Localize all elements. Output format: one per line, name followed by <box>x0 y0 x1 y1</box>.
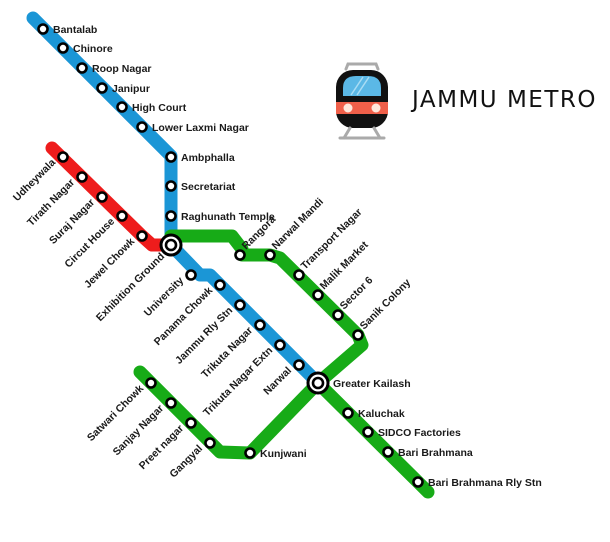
station-circut-house[interactable] <box>116 210 128 222</box>
station-kunjwani[interactable] <box>244 447 256 459</box>
station-trikuta-nagar[interactable] <box>254 319 266 331</box>
station-label-sector-6: Sector 6 <box>338 274 376 312</box>
station-panama-chowk[interactable] <box>214 279 226 291</box>
station-suraj-nagar[interactable] <box>96 191 108 203</box>
station-secretariat[interactable] <box>165 180 177 192</box>
station-chinore[interactable] <box>57 42 69 54</box>
station-lower-laxmi-nagar[interactable] <box>136 121 148 133</box>
station-preet-nagar[interactable] <box>185 417 197 429</box>
station-label-sidco-factories: SIDCO Factories <box>378 427 461 439</box>
station-trikuta-nagar-extn[interactable] <box>274 339 286 351</box>
station-janipur[interactable] <box>96 82 108 94</box>
station-label-kaluchak: Kaluchak <box>358 408 405 420</box>
station-raghunath-temple[interactable] <box>165 210 177 222</box>
interchange-exhibition-ground[interactable] <box>159 233 183 257</box>
station-label-raghunath-temple: Raghunath Temple <box>181 211 275 223</box>
station-label-secretariat: Secretariat <box>181 181 236 193</box>
station-bari-brahmana-rly-stn[interactable] <box>412 476 424 488</box>
station-label-ambphalla: Ambphalla <box>181 152 235 164</box>
metro-line-blue <box>26 11 325 390</box>
station-jammu-rly-stn[interactable] <box>234 299 246 311</box>
station-gangyal[interactable] <box>204 437 216 449</box>
station-sanjay-nagar[interactable] <box>165 397 177 409</box>
metro-stations <box>37 23 424 488</box>
station-high-court[interactable] <box>116 101 128 113</box>
station-label-chinore: Chinore <box>73 43 113 55</box>
station-label-roop-nagar: Roop Nagar <box>92 63 152 75</box>
station-label-bari-brahmana-rly-stn: Bari Brahmana Rly Stn <box>428 477 542 489</box>
station-label-lower-laxmi-nagar: Lower Laxmi Nagar <box>152 122 249 134</box>
station-label-bari-brahmana: Bari Brahmana <box>398 447 473 459</box>
station-sidco-factories[interactable] <box>362 426 374 438</box>
station-roop-nagar[interactable] <box>76 62 88 74</box>
station-label-bantalab: Bantalab <box>53 24 97 36</box>
station-narwal-mandi[interactable] <box>264 249 276 261</box>
station-label-trikuta-nagar-extn: Trikuta Nagar Extn <box>201 345 275 419</box>
station-label-greater-kailash: Greater Kailash <box>333 378 411 390</box>
station-label-janipur: Janipur <box>112 83 150 95</box>
station-ambphalla[interactable] <box>165 151 177 163</box>
metro-train-icon <box>336 62 388 140</box>
station-label-gangyal: Gangyal <box>167 443 205 481</box>
station-sector-6[interactable] <box>332 309 344 321</box>
station-tirath-nagar[interactable] <box>76 171 88 183</box>
station-label-kunjwani: Kunjwani <box>260 448 307 460</box>
station-bari-brahmana[interactable] <box>382 446 394 458</box>
station-narwal[interactable] <box>293 359 305 371</box>
interchange-greater-kailash[interactable] <box>306 371 330 395</box>
map-title: JAMMU METRO <box>410 87 597 113</box>
station-kaluchak[interactable] <box>342 407 354 419</box>
station-udheywala[interactable] <box>57 151 69 163</box>
station-satwari-chowk[interactable] <box>145 377 157 389</box>
station-label-narwal: Narwal <box>261 365 294 398</box>
station-malik-market[interactable] <box>312 289 324 301</box>
station-sanik-colony[interactable] <box>352 329 364 341</box>
station-transport-nagar[interactable] <box>293 269 305 281</box>
station-label-high-court: High Court <box>132 102 187 114</box>
station-jewel-chowk[interactable] <box>136 230 148 242</box>
station-rangora[interactable] <box>234 249 246 261</box>
station-university[interactable] <box>185 269 197 281</box>
station-bantalab[interactable] <box>37 23 49 35</box>
